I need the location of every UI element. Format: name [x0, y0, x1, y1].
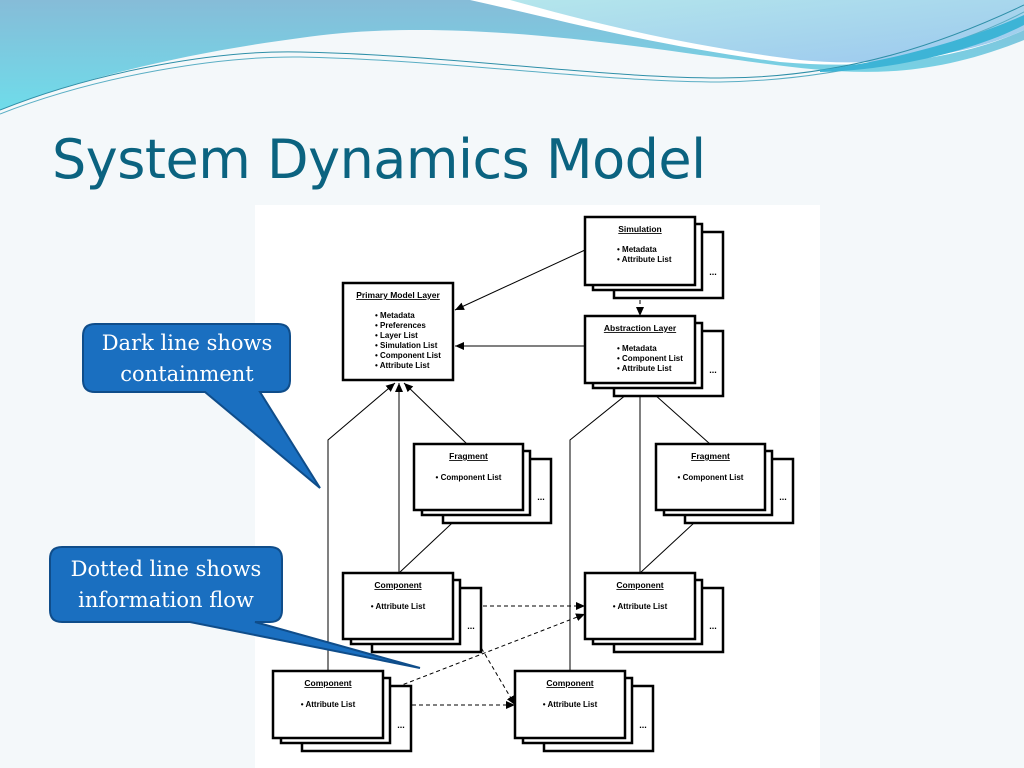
node-item: • Attribute List	[375, 361, 430, 370]
node-primary-model-layer: Primary Model Layer • Metadata• Preferenc…	[341, 281, 455, 382]
node-title: Simulation	[618, 224, 661, 234]
node-item: • Metadata	[617, 245, 657, 254]
ellipsis-label: ...	[709, 621, 717, 631]
node-component-mid-left: ... Component • Attribute List	[341, 571, 483, 654]
node-item: • Attribute List	[617, 255, 672, 264]
node-box	[271, 669, 385, 740]
callout-containment	[82, 323, 321, 489]
ellipsis-label: ...	[537, 492, 545, 502]
node-title: Primary Model Layer	[356, 290, 440, 300]
node-item: • Layer List	[375, 331, 418, 340]
node-title: Component	[616, 580, 663, 590]
ellipsis-label: ...	[779, 492, 787, 502]
callout-line: information flow	[78, 588, 254, 612]
node-item: • Simulation List	[375, 341, 438, 350]
node-box	[583, 215, 697, 287]
node-box	[583, 314, 697, 385]
node-component-bottom-left: ... Component • Attribute List	[271, 669, 413, 753]
node-item: • Component List	[678, 473, 744, 482]
node-component-mid-right: ... Component • Attribute List	[583, 571, 725, 654]
node-title: Fragment	[691, 451, 730, 461]
node-title: Component	[546, 678, 593, 688]
edge-component-bottom-left-to-component-mid-right	[383, 613, 586, 693]
node-item: • Attribute List	[617, 364, 672, 373]
node-item: • Preferences	[375, 321, 426, 330]
node-item: • Attribute List	[613, 602, 668, 611]
header-wave-decoration	[0, 0, 1024, 115]
callout-containment-shape	[82, 323, 321, 489]
ellipsis-label: ...	[397, 720, 405, 730]
slide-title: System Dynamics Model	[52, 128, 706, 191]
node-title: Component	[374, 580, 421, 590]
callout-line: Dark line shows	[101, 331, 273, 355]
edge-simulation-to-primary-model-layer	[454, 249, 586, 311]
node-item: • Component List	[375, 351, 441, 360]
edge-component-bottom-left-to-primary-model-layer	[327, 382, 396, 671]
callout-line: Dotted line shows	[70, 557, 262, 581]
edge-fragment-left-to-primary-model-layer	[403, 382, 468, 445]
node-fragment-right: ... Fragment • Component List	[654, 442, 795, 525]
node-item: • Component List	[617, 354, 683, 363]
callout-info-flow	[49, 546, 421, 669]
callout-line: containment	[120, 362, 254, 386]
callout-info-flow-text: Dotted line shows information flow	[52, 554, 280, 616]
node-title: Abstraction Layer	[604, 323, 677, 333]
node-box	[412, 442, 525, 512]
node-box	[654, 442, 767, 512]
node-component-bottom-right: ... Component • Attribute List	[513, 669, 655, 753]
edge-component-bottom-right-to-abstraction-layer	[569, 385, 638, 671]
ellipsis-label: ...	[639, 720, 647, 730]
node-box	[341, 281, 455, 382]
node-title: Component	[304, 678, 351, 688]
node-item: • Component List	[436, 473, 502, 482]
node-item: • Attribute List	[371, 602, 426, 611]
node-item: • Metadata	[375, 311, 415, 320]
callout-containment-text: Dark line shows containment	[86, 328, 288, 390]
node-box	[583, 571, 697, 641]
node-simulation: ... Simulation • Metadata• Attribute List	[583, 215, 725, 300]
node-item: • Attribute List	[301, 700, 356, 709]
ellipsis-label: ...	[467, 621, 475, 631]
node-item: • Metadata	[617, 344, 657, 353]
ellipsis-label: ...	[709, 267, 717, 277]
node-box	[513, 669, 627, 740]
callout-info-flow-shape	[49, 546, 421, 669]
node-title: Fragment	[449, 451, 488, 461]
node-box	[341, 571, 455, 641]
ellipsis-label: ...	[709, 365, 717, 375]
node-fragment-left: ... Fragment • Component List	[412, 442, 553, 525]
node-abstraction-layer: ... Abstraction Layer • Metadata• Componen…	[583, 314, 725, 398]
node-item: • Attribute List	[543, 700, 598, 709]
